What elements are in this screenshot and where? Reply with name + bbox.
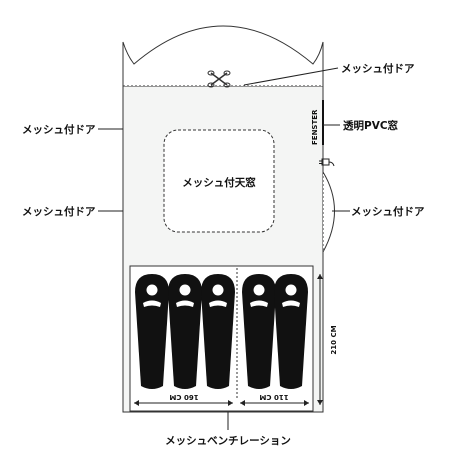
sleeping-bag-icon xyxy=(201,274,235,389)
label-width-110: 110 CM xyxy=(259,393,288,401)
front-vestibule xyxy=(122,25,324,86)
sleeping-bag-icon xyxy=(274,274,308,389)
sleeping-bags xyxy=(135,274,308,389)
leader-top-door xyxy=(243,67,339,86)
power-plug-icon xyxy=(319,158,335,167)
label-mesh-door-right: メッシュ付ドア xyxy=(351,205,425,218)
sleeping-bag-icon xyxy=(242,274,276,389)
dimension-160cm: 160 CM xyxy=(134,393,233,406)
label-fenster: FENSTER xyxy=(311,109,319,145)
label-mesh-ventilation: メッシュベンチレーション xyxy=(165,435,291,447)
label-transparent-pvc-window: 透明PVC窓 xyxy=(343,119,399,132)
label-width-160: 160 CM xyxy=(169,393,198,401)
label-mesh-door-top: メッシュ付ドア xyxy=(341,62,415,75)
label-mesh-skylight: メッシュ付天窓 xyxy=(182,176,256,189)
label-mesh-door-left-lower: メッシュ付ドア xyxy=(22,205,96,218)
dimension-210cm: 210 CM xyxy=(317,274,338,405)
label-mesh-door-left-upper: メッシュ付ドア xyxy=(22,123,96,136)
right-side-door xyxy=(322,171,335,253)
sleeping-bag-icon xyxy=(135,274,169,389)
label-length-210: 210 CM xyxy=(330,325,338,354)
zipper-icon xyxy=(207,70,231,88)
mesh-skylight xyxy=(163,129,275,233)
dimension-110cm: 110 CM xyxy=(240,393,309,406)
sleeping-bag-icon xyxy=(168,274,202,389)
